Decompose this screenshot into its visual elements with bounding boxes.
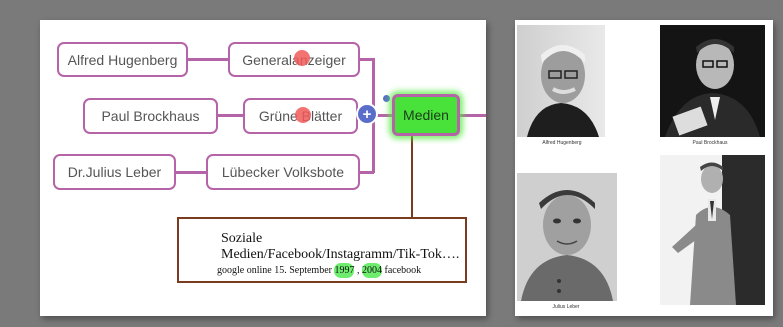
node-medien[interactable]: Medien (392, 94, 460, 136)
photo-caption: Julius Leber (552, 304, 580, 310)
connector-line (188, 58, 228, 61)
node-label: Paul Brockhaus (101, 108, 200, 124)
connector-line (218, 114, 243, 117)
note-year-2004: 2004 (361, 263, 382, 278)
node-luebecker-volksbote[interactable]: Lübecker Volksbote (206, 154, 360, 190)
node-alfred-hugenberg[interactable]: Alfred Hugenberg (57, 42, 188, 77)
connector-line (460, 114, 486, 117)
connector-line (176, 171, 206, 174)
photo-caption: Alfred Hugenberg (542, 140, 582, 146)
connector-line (360, 171, 374, 174)
node-label: Alfred Hugenberg (67, 51, 178, 68)
note-box[interactable]: Soziale Medien/Facebook/Instagramm/Tik-T… (177, 217, 467, 283)
note-text: facebook (381, 265, 422, 276)
portrait-image (660, 155, 765, 305)
add-node-button[interactable]: + (358, 105, 376, 123)
node-paul-brockhaus[interactable]: Paul Brockhaus (83, 98, 218, 134)
highlight-dot (295, 107, 311, 123)
node-label: Lübecker Volksbote (221, 164, 345, 180)
node-generalanzeiger[interactable]: Generalanzeiger (228, 42, 360, 77)
selection-handle[interactable] (383, 95, 390, 102)
node-julius-leber[interactable]: Dr.Julius Leber (53, 154, 176, 190)
note-text: google online 15. September (217, 265, 335, 276)
portrait-image (660, 25, 765, 137)
portrait-image (517, 25, 605, 137)
node-label: Dr.Julius Leber (67, 164, 162, 180)
node-label: Medien (403, 107, 449, 123)
note-line-2: google online 15. September 1997 , 2004 … (217, 263, 422, 278)
portrait-photo (517, 25, 605, 137)
note-connector (411, 136, 413, 218)
photo-caption: Paul Brockhaus (692, 140, 728, 146)
portrait-photo (660, 25, 765, 137)
photo-slide: Alfred Hugenberg Paul Brockhaus Juliu (515, 20, 773, 316)
portrait-image (517, 173, 617, 301)
node-label: Generalanzeiger (242, 52, 346, 68)
note-text: , (354, 265, 362, 276)
portrait-photo (660, 155, 765, 305)
connector-line (360, 58, 374, 61)
highlight-dot (294, 50, 310, 66)
mindmap-slide: Alfred Hugenberg Paul Brockhaus Dr.Juliu… (40, 20, 486, 316)
note-year-1997: 1997 (334, 263, 355, 278)
portrait-photo (517, 173, 617, 301)
note-line-1: Soziale Medien/Facebook/Instagramm/Tik-T… (221, 231, 460, 262)
